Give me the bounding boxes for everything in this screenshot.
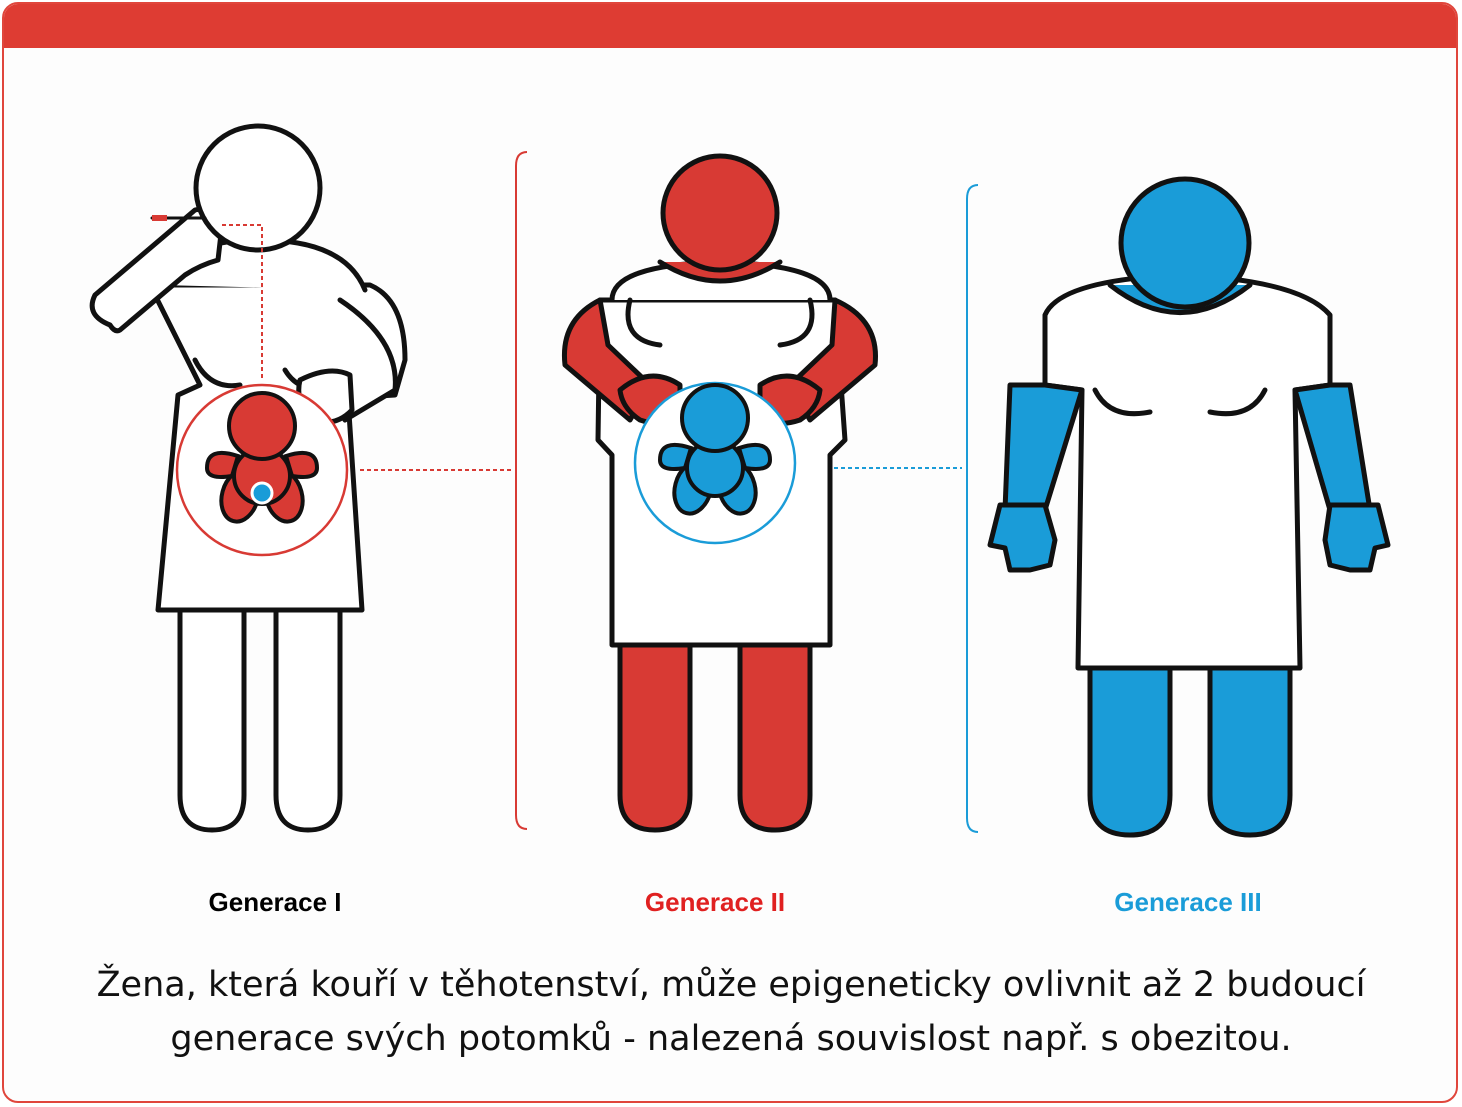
caption-line-2: generace svých potomků - nalezená souvis…: [0, 1012, 1462, 1066]
divider-red: [516, 152, 527, 829]
generation-3-label: Generace III: [1114, 887, 1261, 918]
caption: Žena, která kouří v těhotenství, může ep…: [0, 958, 1462, 1066]
egg-blue-dot: [252, 483, 272, 503]
caption-line-1: Žena, která kouří v těhotenství, může ep…: [0, 958, 1462, 1012]
generation-2-label: Generace II: [645, 887, 785, 918]
woman-blue-icon: [990, 179, 1388, 835]
divider-blue: [967, 185, 978, 832]
generation-1-label: Generace I: [209, 887, 342, 918]
